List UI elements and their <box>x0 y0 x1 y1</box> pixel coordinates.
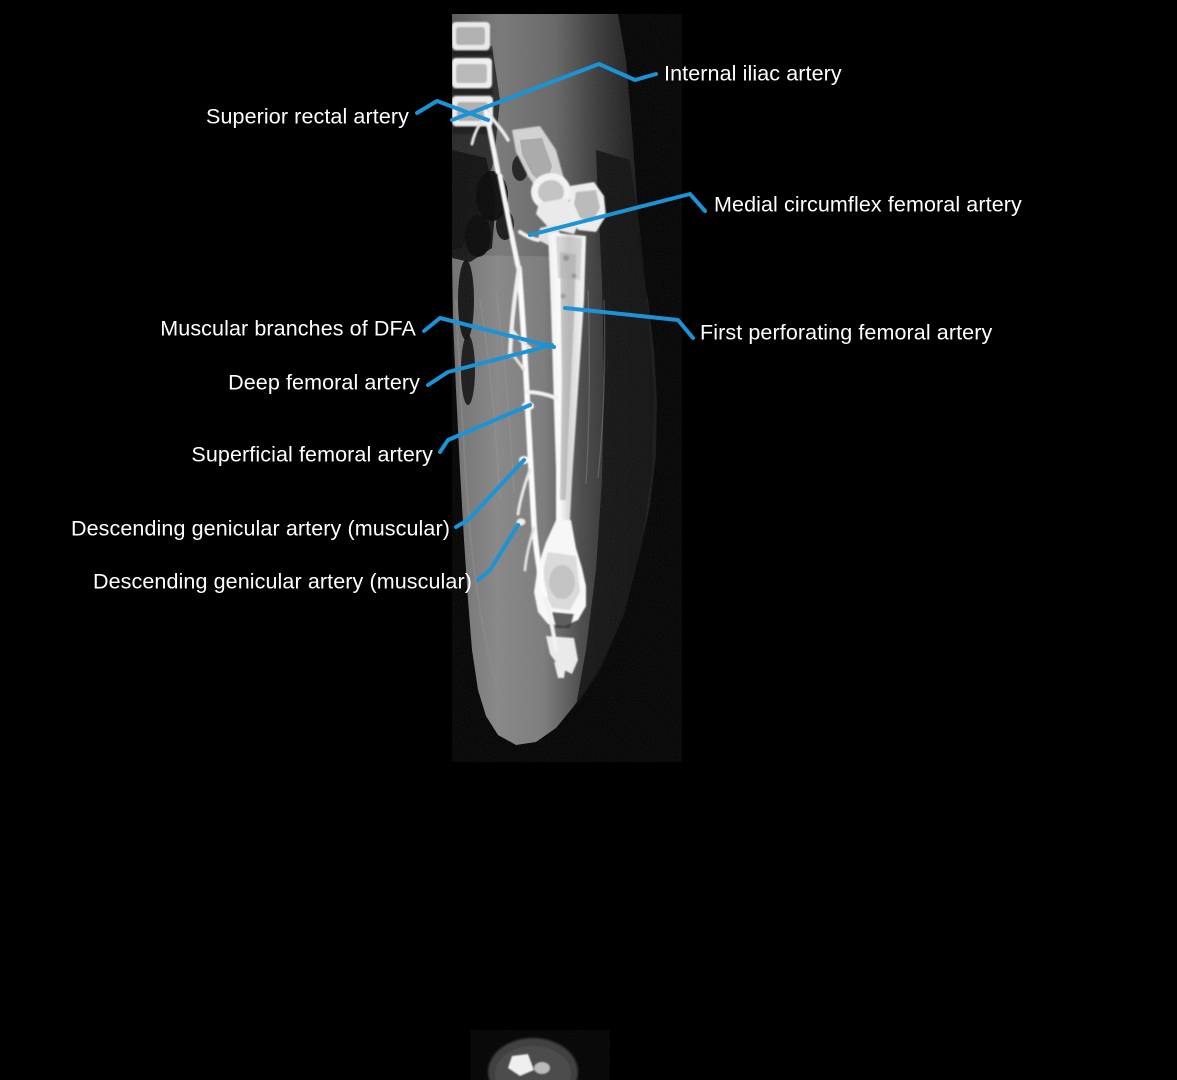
leader-line-medial-circumflex-femoral-artery <box>528 192 707 237</box>
label-first-perforating-femoral-artery: First perforating femoral artery <box>700 320 993 345</box>
leader-line-internal-iliac-artery <box>450 62 658 122</box>
leader-line-descending-genicular-artery-muscular-2 <box>476 523 520 582</box>
leader-line-descending-genicular-artery-muscular-1 <box>454 458 526 529</box>
leader-line-superficial-femoral-artery <box>438 403 532 454</box>
bottom-partial-slice <box>470 1030 610 1080</box>
label-medial-circumflex-femoral-artery: Medial circumflex femoral artery <box>714 192 1022 217</box>
leader-line-first-perforating-femoral-artery <box>563 306 695 340</box>
label-superior-rectal-artery: Superior rectal artery <box>206 104 409 129</box>
leader-line-muscular-branches-of-dfa <box>422 316 556 349</box>
label-internal-iliac-artery: Internal iliac artery <box>664 61 842 86</box>
label-descending-genicular-artery-muscular-2: Descending genicular artery (muscular) <box>92 569 472 594</box>
leader-line-superior-rectal-artery <box>415 99 490 122</box>
label-deep-femoral-artery: Deep femoral artery <box>228 370 420 395</box>
label-muscular-branches-of-dfa: Muscular branches of DFA <box>160 316 416 341</box>
label-superficial-femoral-artery: Superficial femoral artery <box>191 442 433 467</box>
leader-line-deep-femoral-artery <box>426 343 554 387</box>
label-descending-genicular-artery-muscular-1: Descending genicular artery (muscular) <box>70 516 450 541</box>
